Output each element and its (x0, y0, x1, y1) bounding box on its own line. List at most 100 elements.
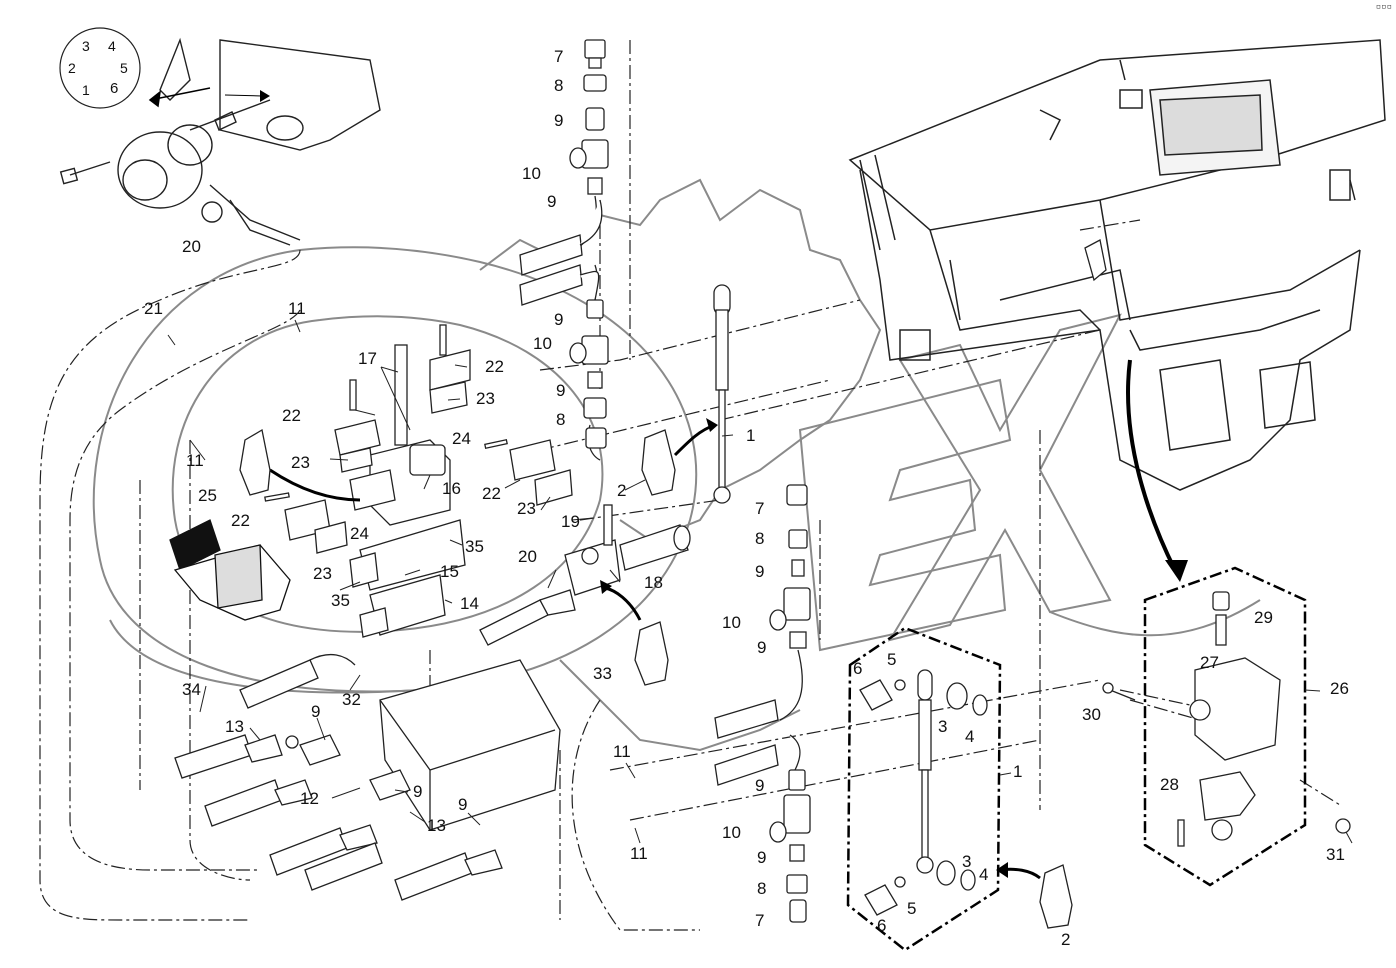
callout-6: 6 (877, 916, 887, 935)
pressure-block (479, 504, 691, 646)
callout-8: 8 (554, 76, 564, 95)
callout-9: 9 (757, 638, 767, 657)
hose-set-bottom (174, 653, 503, 901)
callout-9: 9 (755, 562, 765, 581)
callout-11: 11 (630, 844, 648, 863)
hose-set-top (519, 199, 603, 306)
callout-13: 13 (427, 816, 446, 835)
inset-box-connector (1143, 566, 1307, 887)
callout-24: 24 (452, 429, 471, 448)
callout-23: 23 (313, 564, 332, 583)
callout-2: 2 (1061, 930, 1071, 949)
callout-4: 4 (965, 727, 975, 746)
callout-19: 19 (561, 512, 580, 531)
callout-7: 7 (755, 911, 765, 930)
callout-34: 34 (182, 680, 201, 699)
callout-8: 8 (755, 529, 765, 548)
callout-16: 16 (442, 479, 461, 498)
callout-25: 25 (198, 486, 217, 505)
dial-position-6: 6 (110, 80, 119, 97)
diagram-toolbar-icon[interactable]: ▫▫▫ (1375, 2, 1392, 12)
dial-position-4: 4 (108, 38, 116, 54)
callout-17: 17 (358, 349, 377, 368)
callout-23: 23 (517, 499, 536, 518)
callout-3: 3 (938, 717, 948, 736)
callout-9: 9 (757, 848, 767, 867)
callout-22: 22 (231, 511, 250, 530)
clip-parts (239, 239, 1107, 929)
callout-5: 5 (907, 899, 917, 918)
arrow-25 (269, 468, 361, 502)
callout-3: 3 (962, 852, 972, 871)
machine-frame (848, 39, 1386, 491)
callout-24: 24 (350, 524, 369, 543)
callout-8: 8 (757, 879, 767, 898)
callout-9: 9 (458, 795, 468, 814)
callout-9: 9 (547, 192, 557, 211)
callout-18: 18 (644, 573, 663, 592)
callout-6: 6 (853, 659, 863, 678)
callout-30: 30 (1082, 705, 1101, 724)
hose-routing-lines (39, 40, 1341, 931)
arrow-33 (604, 586, 642, 621)
callout-22: 22 (485, 357, 504, 376)
manifold-block (379, 659, 561, 831)
callout-27: 27 (1200, 653, 1219, 672)
strut-assembly-inset (859, 669, 988, 916)
callout-10: 10 (722, 613, 741, 632)
fitting-stack-top (569, 39, 609, 251)
callout-35: 35 (331, 591, 350, 610)
fitting-stack-bottom (769, 734, 811, 923)
callout-10: 10 (722, 823, 741, 842)
callout-9: 9 (413, 782, 423, 801)
callout-5: 5 (887, 650, 897, 669)
callout-9: 9 (554, 111, 564, 130)
callout-12: 12 (300, 789, 319, 808)
hydraulic-motor-assembly (59, 37, 381, 246)
fitting-stack-middle (569, 264, 609, 461)
callout-1: 1 (1013, 762, 1023, 781)
callout-22: 22 (282, 406, 301, 425)
callout-7: 7 (554, 47, 564, 66)
position-dial (59, 27, 141, 109)
callout-8: 8 (556, 410, 566, 429)
callout-28: 28 (1160, 775, 1179, 794)
callout-10: 10 (533, 334, 552, 353)
callout-20: 20 (518, 547, 537, 566)
callout-9: 9 (755, 776, 765, 795)
callout-11: 11 (288, 299, 306, 318)
dial-position-5: 5 (120, 60, 128, 76)
callout-11: 11 (613, 742, 631, 761)
callout-21: 21 (144, 299, 163, 318)
inset-box-strut (846, 626, 1002, 952)
callout-9: 9 (556, 381, 566, 400)
callout-22: 22 (482, 484, 501, 503)
dial-position-2: 2 (68, 60, 76, 76)
callout-9: 9 (311, 702, 321, 721)
valve-assembly (264, 324, 573, 638)
callout-35: 35 (465, 537, 484, 556)
callout-11: 11 (186, 451, 204, 470)
callout-10: 10 (522, 164, 541, 183)
callout-33: 33 (593, 664, 612, 683)
gas-strut (713, 284, 731, 504)
callout-26: 26 (1330, 679, 1349, 698)
callout-9: 9 (554, 310, 564, 329)
hose-set-middle (714, 699, 779, 786)
callout-23: 23 (291, 453, 310, 472)
callout-29: 29 (1254, 608, 1273, 627)
callout-31: 31 (1326, 845, 1345, 864)
watermark-logo (92, 178, 1261, 752)
callout-4: 4 (979, 865, 989, 884)
callout-15: 15 (440, 562, 459, 581)
dial-position-3: 3 (82, 38, 90, 54)
callout-32: 32 (342, 690, 361, 709)
callout-13: 13 (225, 717, 244, 736)
dial-arrow (148, 87, 211, 108)
callout-1: 1 (746, 426, 756, 445)
dial-position-1: 1 (82, 82, 90, 98)
fitting-stack-lower (769, 484, 811, 721)
leader-lines (167, 319, 1353, 844)
callout-7: 7 (755, 499, 765, 518)
